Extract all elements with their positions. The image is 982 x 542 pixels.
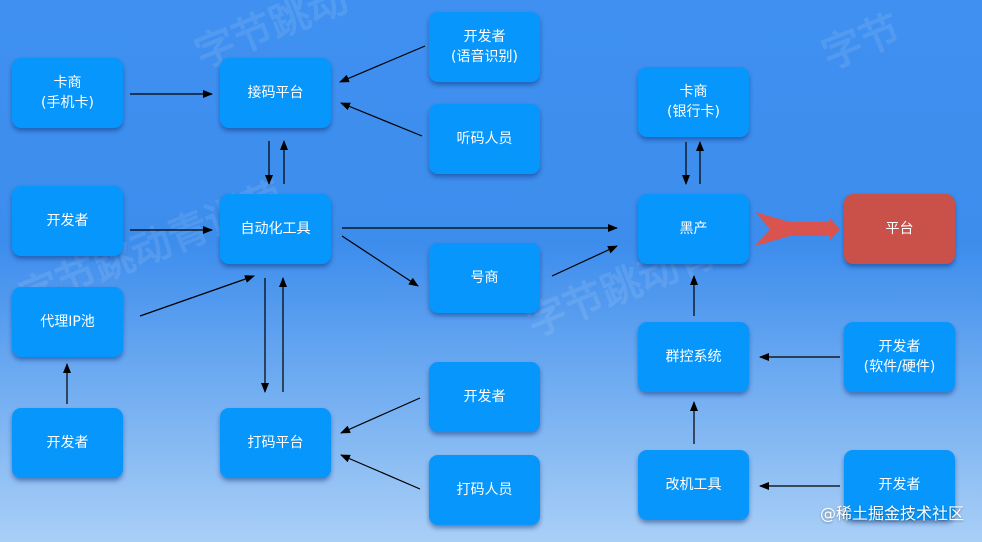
edge-accountvendor-to-black [551,245,618,277]
node-code-platform: 接码平台 [220,58,331,128]
node-code-listener: 听码人员 [429,104,540,174]
node-developer-1: 开发者 [12,186,123,256]
site-watermark: @稀土掘金技术社区 [819,504,964,523]
node-captcha-platform: 打码平台 [220,408,331,478]
edge-automation-to-accountvendor [341,235,419,287]
node-platform: 平台 [844,194,955,264]
node-developer-4: 开发者 [844,450,955,520]
big-red-arrow [755,212,840,246]
node-automation-tool: 自动化工具 [220,194,331,264]
node-group-control: 群控系统 [638,322,749,392]
node-card-vendor-bank: 卡商(银行卡) [638,67,749,137]
node-dev-sw-hw: 开发者(软件/硬件) [844,322,955,392]
edge-captchaworker-to-captcha [340,454,421,490]
node-account-vendor: 号商 [429,243,540,313]
node-developer-2: 开发者 [12,408,123,478]
edge-proxy-to-automation [139,275,255,317]
node-proxy-ip-pool: 代理IP池 [12,287,123,357]
edge-listener-to-codeplatform [340,102,423,137]
node-captcha-worker: 打码人员 [429,455,540,525]
edge-dev3-to-captcha [340,397,421,434]
node-black-industry: 黑产 [638,194,749,264]
node-device-mod-tool: 改机工具 [638,450,749,520]
node-card-vendor-sim: 卡商(手机卡) [12,58,123,128]
node-developer-3: 开发者 [429,362,540,432]
node-dev-voice: 开发者(语音识别) [429,12,540,82]
edge-devvoice-to-codeplatform [339,45,426,83]
